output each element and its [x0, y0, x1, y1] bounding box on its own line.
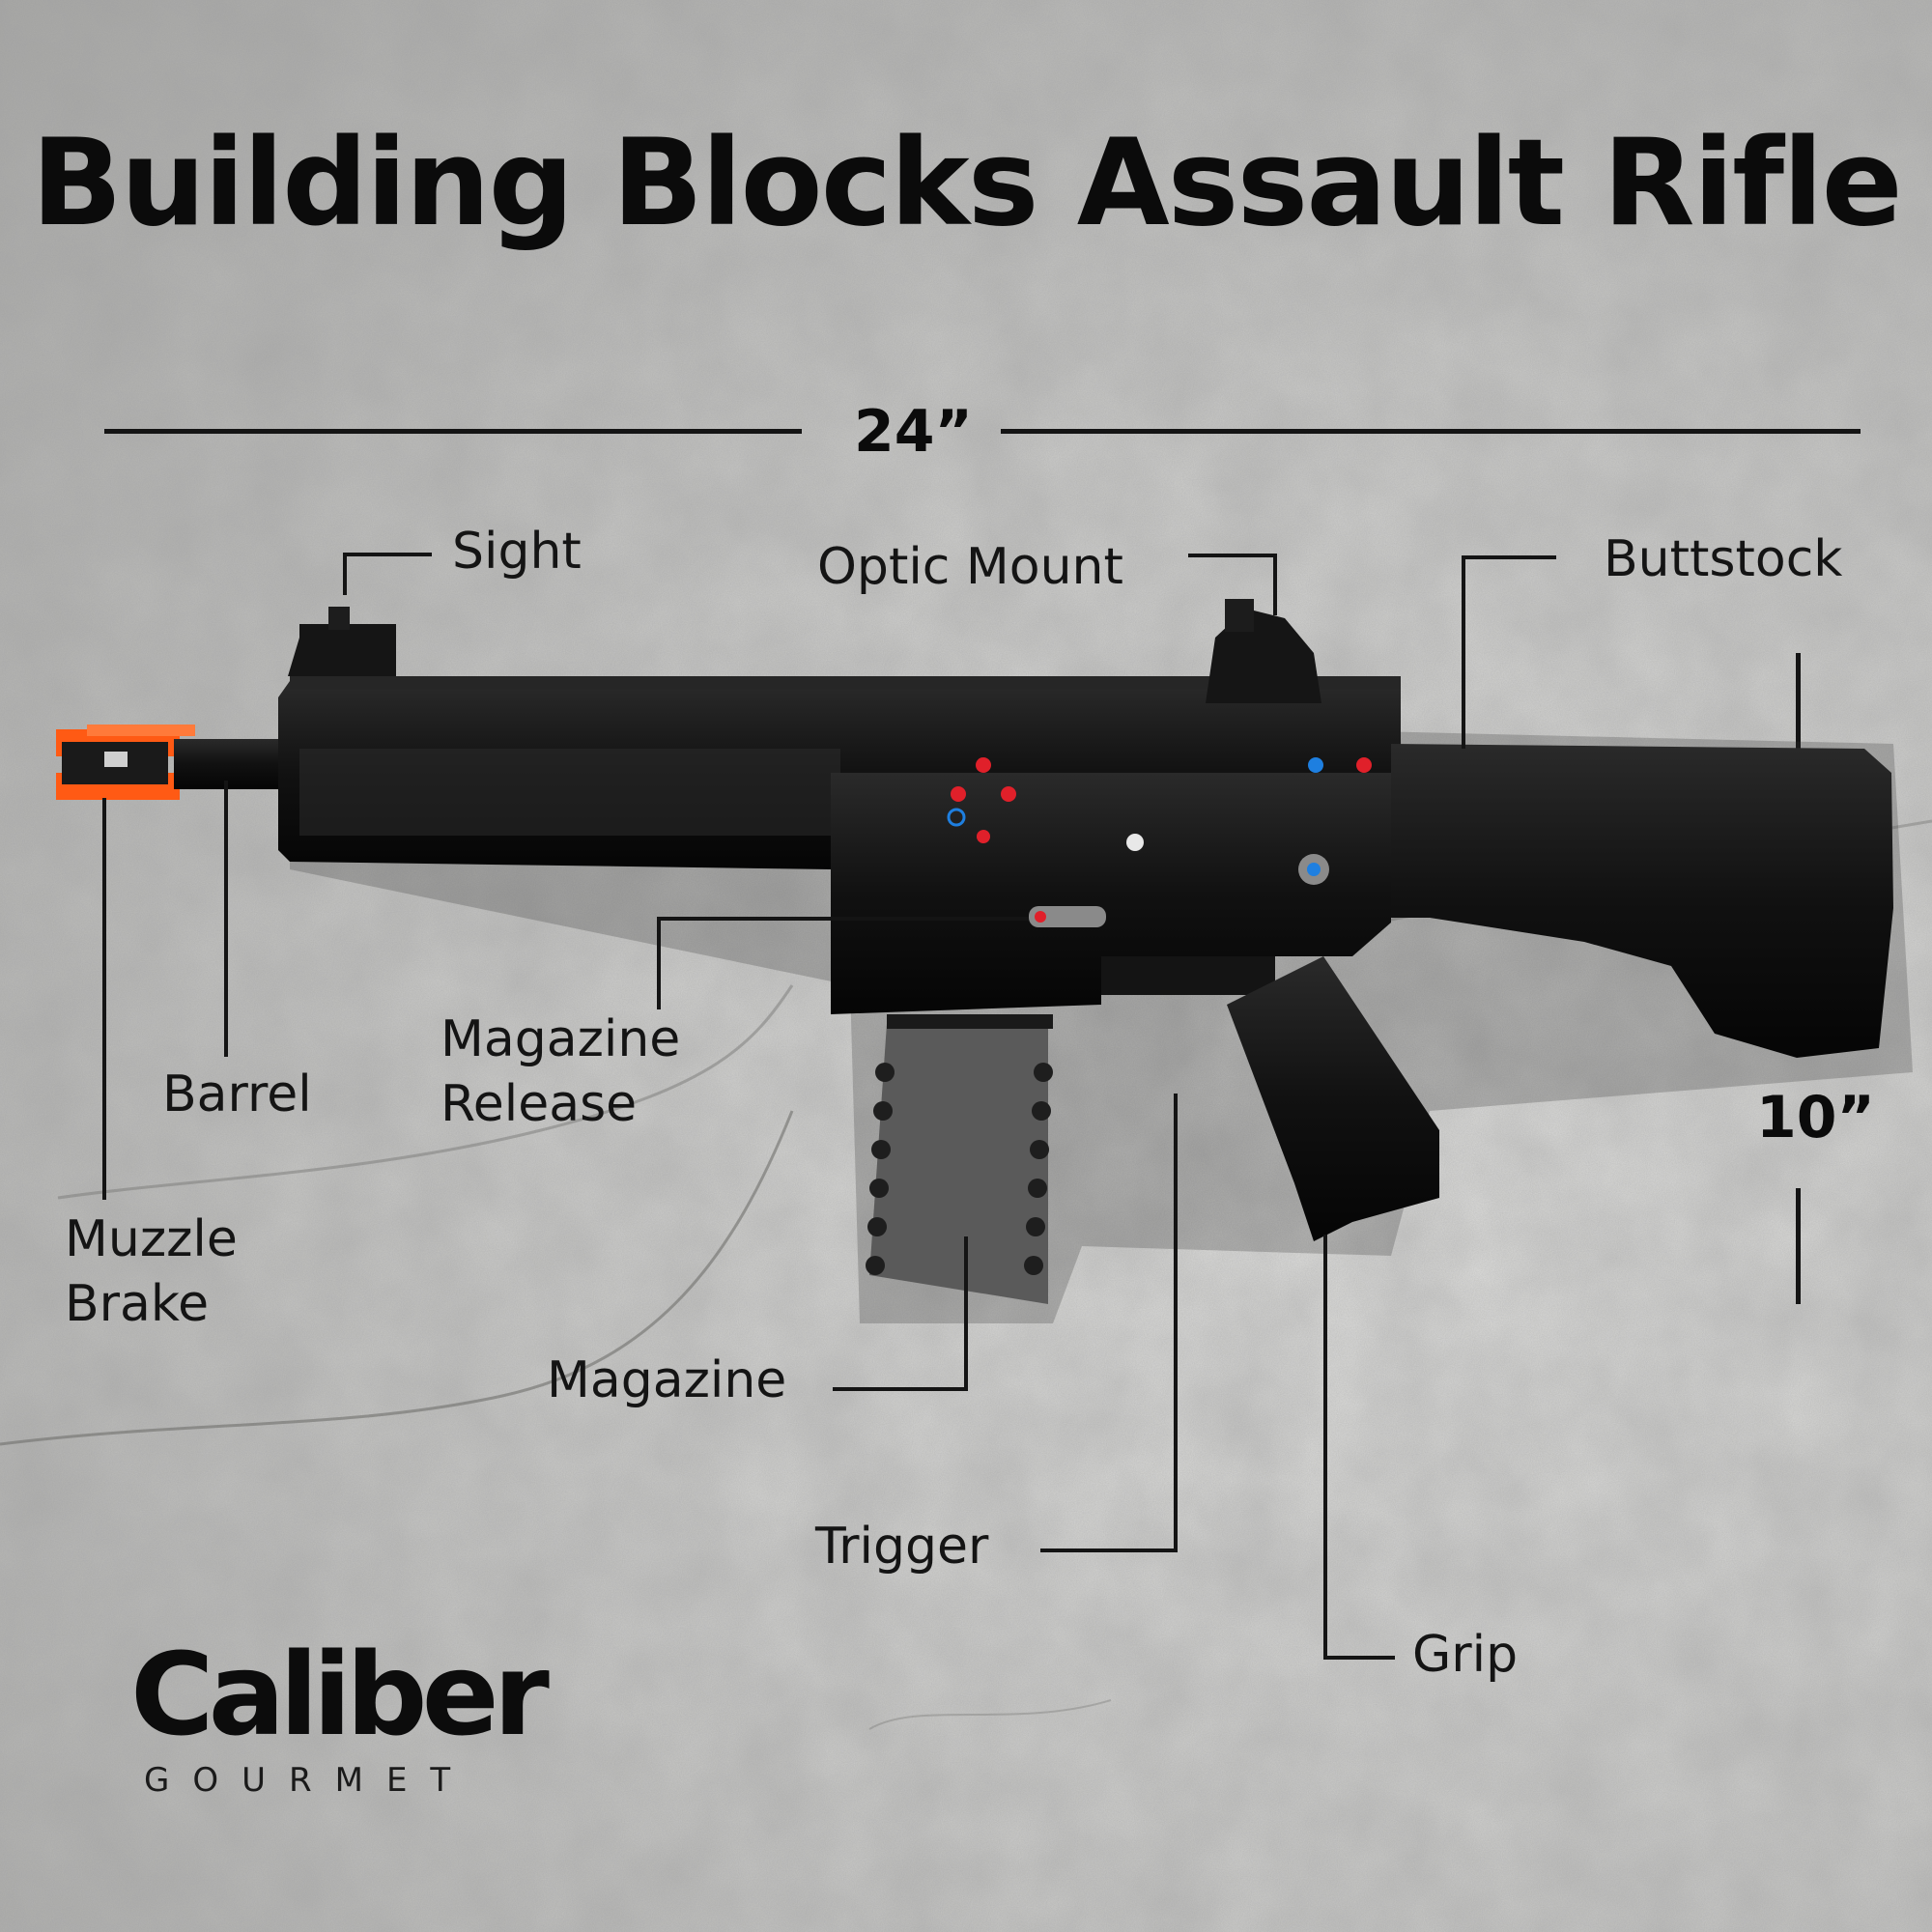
trigger-leader-h: [1040, 1548, 1178, 1552]
magazine-release-label-line1: Magazine: [440, 1010, 681, 1068]
magazine-release-leader-h: [657, 917, 1029, 921]
barrel-label: Barrel: [162, 1065, 312, 1123]
length-dimension-line-right: [1001, 429, 1861, 434]
accent-pins: [947, 757, 1372, 927]
lower-receiver-shape: [831, 773, 1391, 1014]
muzzle-brake-label-line2: Brake: [65, 1275, 210, 1333]
trigger-label: Trigger: [815, 1518, 989, 1576]
magazine-shape: [866, 1014, 1053, 1304]
handguard-studs: [299, 749, 840, 836]
muzzle-brake-label-line1: Muzzle: [65, 1210, 238, 1268]
front-sight-shape: [288, 607, 396, 680]
sight-leader-v: [343, 553, 347, 595]
optic-mount-shape: [1206, 599, 1321, 703]
buttstock-label: Buttstock: [1604, 530, 1843, 588]
magazine-label: Magazine: [547, 1351, 787, 1409]
buttstock-leader-v: [1462, 555, 1465, 749]
trigger-guard-shape: [1101, 956, 1275, 995]
optic-mount-label: Optic Mount: [817, 538, 1123, 596]
muzzle-brake-shape: [56, 724, 195, 800]
sight-label: Sight: [452, 523, 582, 581]
caliber-gourmet-logo: Caliber GOURMET: [130, 1628, 550, 1811]
barrel-leader: [224, 781, 228, 1057]
buttstock-leader-h: [1462, 555, 1556, 559]
magazine-leader-v: [964, 1236, 968, 1391]
optic-mount-leader-v: [1273, 554, 1277, 615]
height-dimension-line-bottom: [1796, 1188, 1801, 1304]
page-title: Building Blocks Assault Rifle: [31, 114, 1902, 253]
grip-leader-v: [1323, 1235, 1327, 1660]
trigger-leader-v: [1174, 1094, 1178, 1552]
height-dimension-value: 10”: [1756, 1084, 1875, 1151]
grip-leader-h: [1323, 1656, 1395, 1660]
grip-label: Grip: [1412, 1626, 1519, 1684]
grip-shape: [1227, 956, 1439, 1241]
length-dimension-line-left: [104, 429, 802, 434]
magazine-release-label-line2: Release: [440, 1075, 638, 1133]
logo-subtitle: GOURMET: [144, 1761, 474, 1800]
muzzle-brake-leader: [102, 798, 106, 1200]
sight-leader-h: [343, 553, 432, 556]
top-rail: [290, 676, 1401, 690]
length-dimension-value: 24”: [854, 398, 973, 466]
logo-wordmark: Caliber: [130, 1628, 550, 1761]
magazine-leader-h: [833, 1387, 968, 1391]
buttstock-shape: [1391, 744, 1893, 1058]
optic-mount-leader-h: [1188, 554, 1277, 557]
magazine-release-leader-v: [657, 917, 661, 1009]
